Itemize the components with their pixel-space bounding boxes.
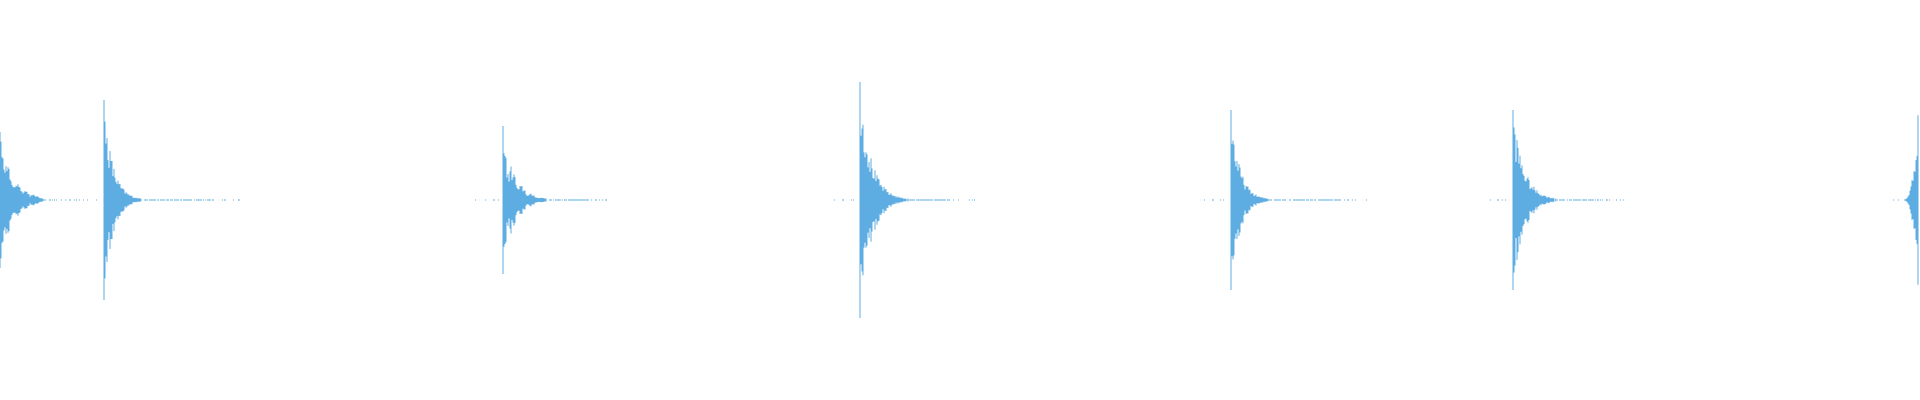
waveform-event-3 — [475, 126, 607, 274]
waveform-event-6 — [1490, 110, 1624, 290]
waveform-event-1 — [0, 132, 75, 268]
waveform-event-7 — [1893, 115, 1919, 285]
waveform-event-2 — [76, 100, 240, 300]
waveform-event-4 — [834, 82, 975, 318]
waveform-layer — [0, 82, 1919, 318]
waveform-event-5 — [1204, 110, 1367, 290]
